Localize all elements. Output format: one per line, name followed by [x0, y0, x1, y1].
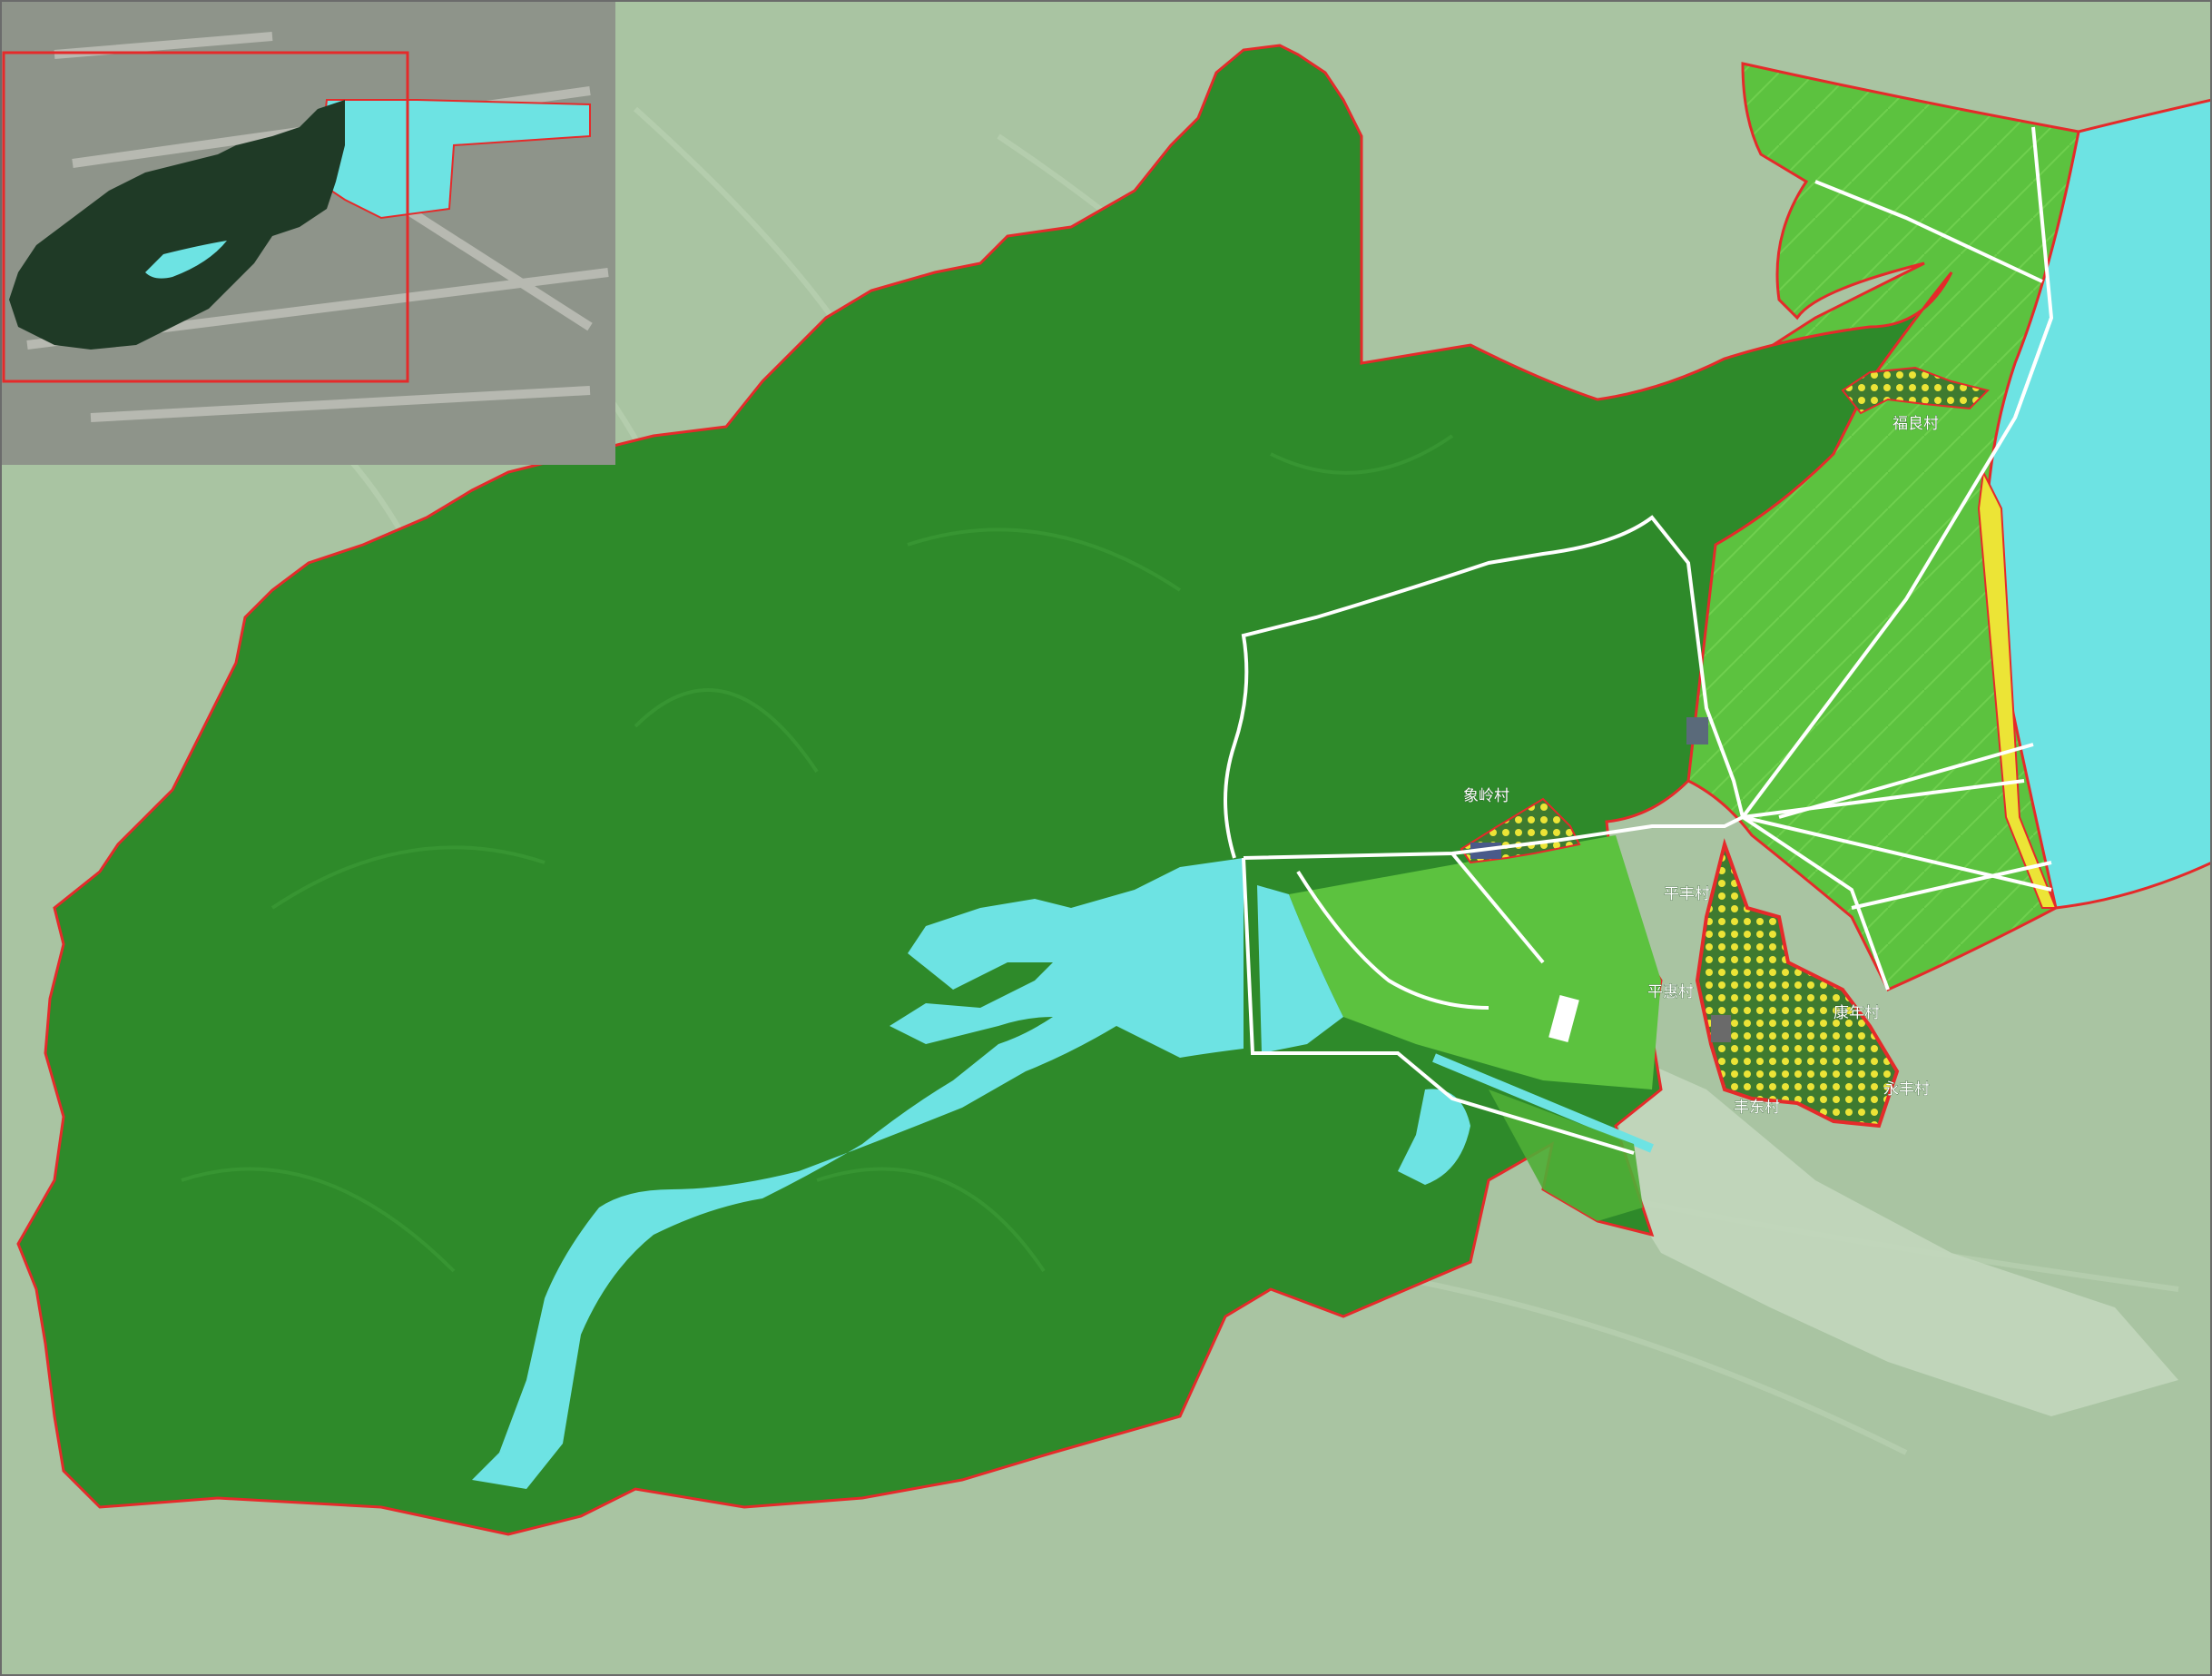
settlement-cluster-east	[1695, 838, 1900, 1129]
label-pinghui: 平惠村	[1647, 983, 1694, 1001]
building-north	[1686, 717, 1708, 744]
label-yongfeng: 永丰村	[1883, 1080, 1930, 1099]
forest-texture	[181, 434, 1454, 1273]
label-xiangling: 象岭村	[1463, 787, 1509, 805]
pond-south	[1398, 1089, 1470, 1185]
forest-reserve	[16, 44, 1953, 1536]
school-building	[1711, 1015, 1731, 1042]
settlement-fuliang	[1841, 366, 1990, 415]
canal	[1432, 1053, 1654, 1153]
label-pingfeng: 平丰村	[1664, 885, 1710, 903]
field-marker	[1548, 994, 1579, 1043]
town-area	[1616, 1053, 2178, 1416]
village-labels: 福良村 象岭村 平丰村 平惠村 康年村 丰东村 永丰村	[1463, 415, 1940, 1118]
reservoir-east-arm	[1257, 885, 1343, 1053]
label-fengdong: 丰东村	[1734, 1099, 1780, 1117]
reservoir	[472, 858, 1244, 1489]
inset-overview	[0, 0, 615, 465]
road-network	[1224, 126, 2054, 1155]
label-fuliang: 福良村	[1892, 415, 1939, 433]
lakeshore-strip	[1977, 468, 2058, 909]
label-kangnian: 康年村	[1834, 1004, 1880, 1022]
